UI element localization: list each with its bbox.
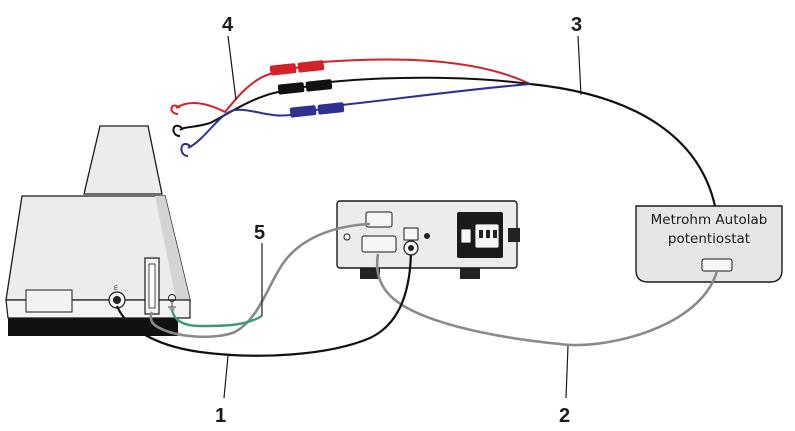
callout-4: 4 — [222, 14, 234, 36]
red-clip — [170, 104, 181, 115]
callout-5: 5 — [254, 222, 265, 244]
ground-terminal — [168, 294, 176, 310]
red-plug — [269, 60, 325, 76]
black-plug — [277, 79, 333, 95]
port-label-e: E — [114, 286, 118, 292]
potentiostat-box: Metrohm Autolab potentiostat — [635, 205, 783, 283]
leader-lines — [223, 35, 582, 399]
cable-1 — [115, 251, 413, 357]
blue-plug — [289, 102, 345, 118]
usb-port — [403, 227, 419, 241]
callout-1: 1 — [215, 405, 226, 427]
cable-2 — [375, 253, 719, 347]
red-lead — [175, 58, 531, 114]
black-lead — [179, 76, 531, 131]
blue-clip — [180, 143, 191, 157]
potentiostat-label-line2: potentiostat — [668, 231, 750, 247]
grey-cable-slot — [149, 222, 371, 339]
db15-port — [361, 235, 397, 253]
interface-box — [336, 200, 520, 279]
potentiostat-db-port — [701, 258, 733, 272]
db9-port — [365, 211, 393, 228]
potentiostat-label-line1: Metrohm Autolab — [651, 212, 768, 228]
cable-5 — [170, 309, 263, 328]
power-inlet — [457, 212, 503, 258]
callout-2: 2 — [559, 405, 570, 427]
callout-3: 3 — [571, 14, 582, 36]
cable-3 — [529, 82, 717, 207]
black-clip — [172, 124, 183, 137]
instrument-stand: E — [5, 125, 191, 336]
front-window — [25, 289, 73, 313]
blue-lead — [187, 83, 531, 149]
